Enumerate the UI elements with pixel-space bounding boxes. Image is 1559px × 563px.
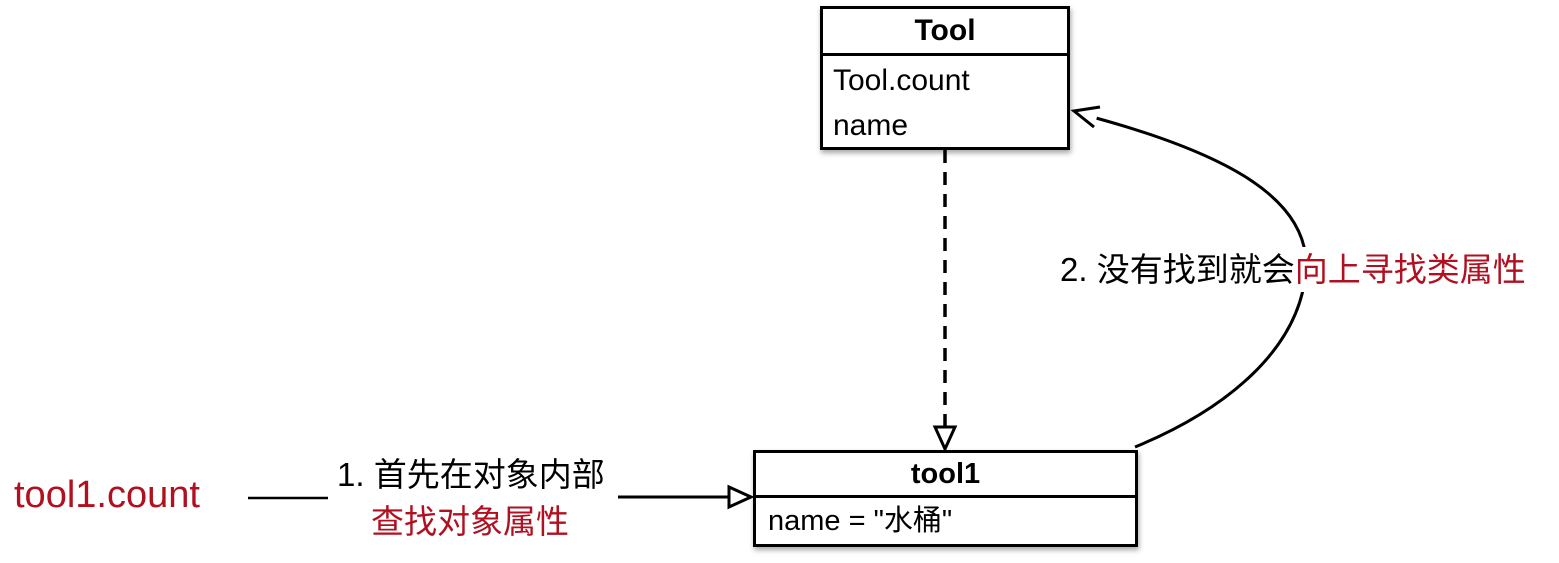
dashed-line-hollow-arrowhead — [932, 425, 958, 453]
instance-box-tool1: tool1 name = "水桶" — [753, 450, 1138, 547]
instance-box-body: name = "水桶" — [756, 498, 1135, 544]
class-box-body: Tool.count name — [823, 56, 1067, 148]
instance-box-title: tool1 — [756, 453, 1135, 498]
step1-note: 1. 首先在对象内部 查找对象属性 — [337, 451, 605, 545]
fallback-curve-open-arrowhead — [1070, 105, 1101, 129]
lookup-arrow-hollow-arrowhead — [727, 484, 755, 510]
step2-note: 2. 没有找到就会向上寻找类属性 — [1056, 247, 1530, 292]
class-box-title: Tool — [823, 9, 1067, 56]
step1-note-highlight: 查找对象属性 — [371, 503, 569, 540]
step2-note-highlight: 向上寻找类属性 — [1294, 251, 1526, 288]
expression-label: tool1.count — [14, 474, 200, 516]
class-attribute-row: Tool.count — [833, 64, 970, 97]
step2-note-prefix: 2. 没有找到就会 — [1060, 251, 1295, 288]
class-box-tool: Tool Tool.count name — [820, 6, 1070, 150]
class-attribute-row: name — [833, 109, 909, 142]
step1-note-prefix: 1. 首先在对象内部 — [337, 456, 605, 493]
instance-attribute-row: name = "水桶" — [768, 505, 953, 537]
